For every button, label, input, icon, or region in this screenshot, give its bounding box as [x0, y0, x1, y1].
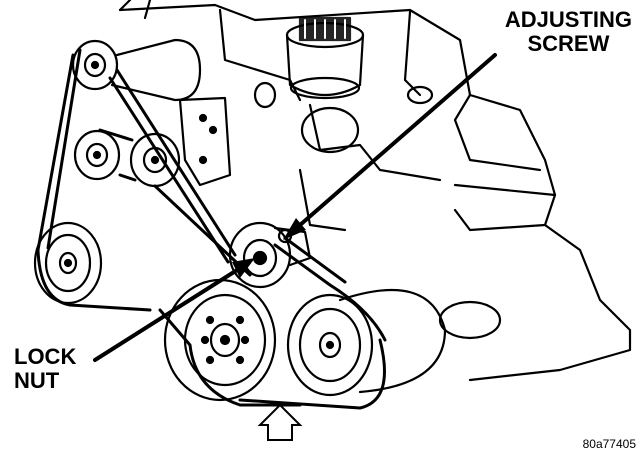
- adjusting-screw-label: ADJUSTING SCREW: [505, 8, 632, 56]
- belt-indicator-arrow: [257, 403, 303, 441]
- upper-pulley: [71, 38, 202, 102]
- alternator-pulley: [286, 288, 447, 397]
- idler-pulley-center: [129, 132, 181, 188]
- leader-lines: [93, 53, 497, 362]
- adjusting-screw-label-line1: ADJUSTING: [504, 7, 632, 32]
- crank-pulley: [163, 278, 277, 402]
- ac-pulley: [33, 221, 103, 305]
- sensor-cap: [285, 16, 365, 100]
- adjusting-screw-arrowhead: [283, 218, 306, 240]
- figure-id: 80a77405: [582, 437, 636, 451]
- lock-nut-label-line2: NUT: [14, 368, 60, 393]
- mounting-bracket: [178, 96, 232, 187]
- adjusting-screw-label-line2: SCREW: [527, 31, 610, 56]
- lock-nut-label-line1: LOCK: [14, 344, 77, 369]
- serpentine-belt: [36, 48, 387, 410]
- lock-nut-label: LOCK NUT: [14, 345, 76, 393]
- lock-nut-arrowhead: [232, 258, 255, 278]
- idler-pulley-left: [73, 129, 121, 181]
- engine-block: [118, 0, 632, 382]
